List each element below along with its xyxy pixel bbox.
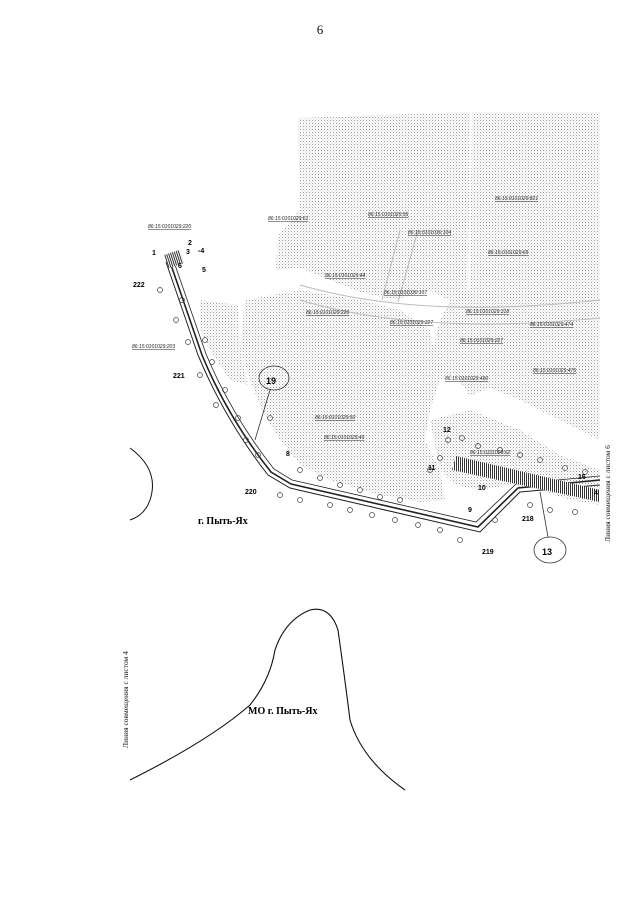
city-label: г. Пыть-Ях [198, 516, 248, 527]
corridor-inner [173, 261, 601, 523]
parcel-label: 86:15:0101029:226 [306, 310, 349, 316]
parcel-zones [200, 112, 600, 505]
point-label: 16 [578, 474, 586, 481]
road [299, 284, 601, 308]
roads [299, 229, 601, 325]
road [381, 229, 401, 301]
callout-markers [254, 365, 567, 564]
parcel-label: 86:15:0101029:220 [148, 224, 191, 230]
callout-ellipse-13 [533, 536, 567, 564]
parcel-label: 86:15:0101029:490 [445, 376, 488, 382]
road [299, 299, 601, 325]
municipality-boundary [129, 608, 406, 791]
callout-19: 19 [266, 376, 276, 386]
parcel-label: 86:15:0101029:821 [495, 196, 538, 202]
parcel-zone [430, 112, 600, 440]
parcel-label: 86:15:0101029:69 [488, 250, 529, 256]
point-label: 218 [522, 516, 534, 523]
parcel-label: 86:15:0101029:44 [325, 273, 366, 279]
municipality-label: МО г. Пыть-Ях [248, 706, 317, 717]
parcel-label: 86:15:0101030:104 [408, 230, 451, 236]
parcel-zone [276, 112, 470, 300]
parcel-label: 86:15:0101030:107 [384, 290, 427, 296]
tree-symbols [157, 287, 588, 543]
point-label: 219 [482, 549, 494, 556]
point-label: 9 [468, 507, 472, 514]
parcel-label: 86:15:0101029:476 [533, 368, 576, 374]
page-number: 6 [316, 22, 324, 37]
corridor-axis [169, 261, 601, 528]
point-label: -4 [198, 248, 204, 255]
parcel-label: 86:15:0101029:227 [460, 338, 503, 344]
hatched-object [164, 249, 184, 269]
point-label: 221 [173, 373, 185, 380]
parcel-label: 86:15:0101029:50 [315, 415, 356, 421]
parcel-label: 86:15:0101029:474 [530, 322, 573, 328]
point-label: 2 [188, 240, 192, 247]
point-labels: 222 221 220 219 218 1 2 3 -4 5 6 8 9 10 … [133, 240, 598, 556]
point-label: 6 [178, 263, 182, 270]
point-label: 220 [245, 489, 257, 496]
point-label: 1 [152, 250, 156, 257]
point-label: 3 [186, 249, 190, 256]
pipeline-corridor [165, 261, 601, 533]
point-label: 4 [594, 490, 598, 497]
parcel-label: 86:15:0101029:62 [470, 450, 511, 456]
point-label: 8 [286, 451, 290, 458]
callout-13: 13 [542, 547, 552, 557]
hatched-object [452, 456, 600, 502]
parcel-label: 86:15:0101029:318 [466, 309, 509, 315]
callout-ellipse-19 [258, 365, 290, 391]
point-label: 10 [478, 485, 486, 492]
parcel-zone [200, 300, 248, 385]
parcel-label: 86:15:0101029:227 [390, 320, 433, 326]
boundary-arc [129, 447, 153, 521]
point-label: 222 [133, 282, 145, 289]
parcel-label: 86:15:0101029:61 [268, 216, 309, 222]
parcel-labels: 86:15:0101029:220 86:15:0101029:61 86:15… [132, 196, 576, 456]
parcel-label: 86:15:0101029:55 [368, 212, 409, 218]
parcel-label: 86:15:0101029:203 [132, 344, 175, 350]
parcel-zone [240, 290, 445, 502]
point-label: 5 [202, 267, 206, 274]
parcel-label: 86:15:0101029:49 [324, 435, 365, 441]
junction-label-right: Линия совмещения с листом 6 [603, 445, 612, 542]
junction-label-left: Линия совмещения с листом 4 [121, 651, 130, 748]
point-label: 12 [443, 427, 451, 434]
road [397, 229, 419, 303]
corridor-outer [165, 261, 601, 533]
point-label: 11 [428, 465, 436, 472]
